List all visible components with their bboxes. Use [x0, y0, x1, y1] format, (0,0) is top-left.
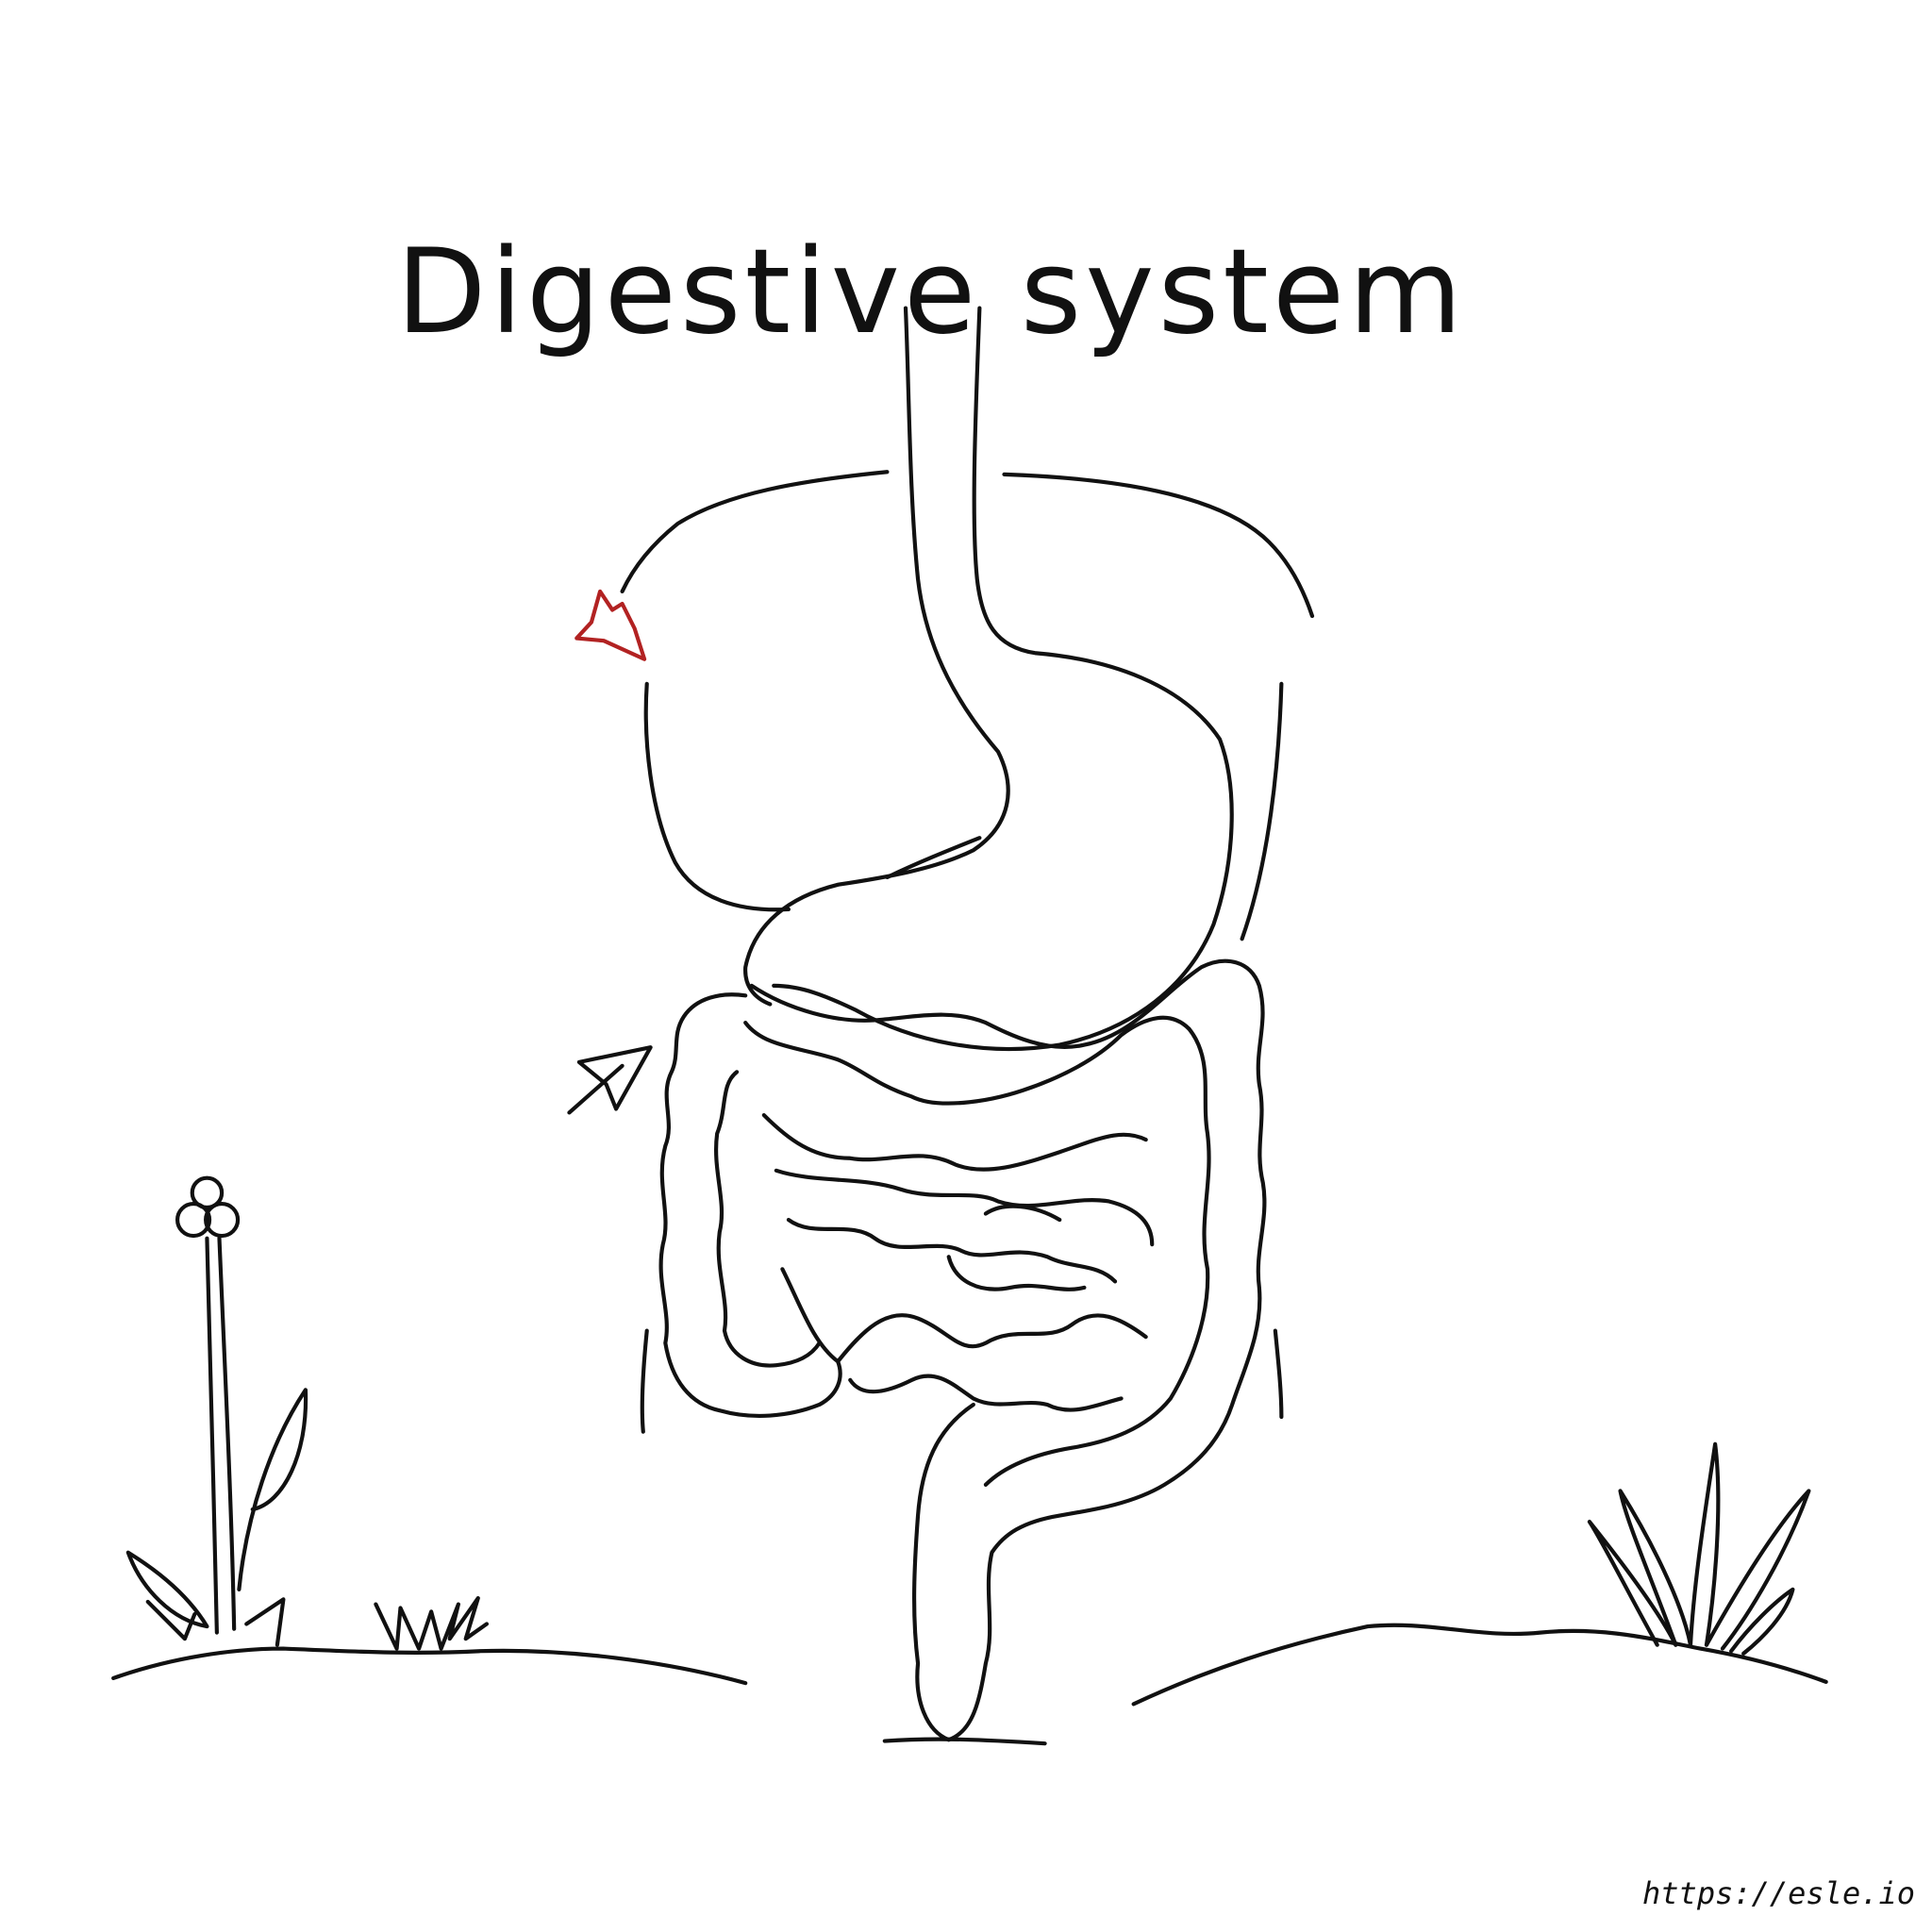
large-intestine — [658, 958, 1267, 1742]
watermark-link[interactable]: https://esle.io — [1642, 1875, 1915, 1911]
small-intestine — [761, 1112, 1155, 1412]
grass-icon — [374, 1441, 1811, 1656]
body-outline — [620, 470, 1315, 1434]
liver — [643, 681, 791, 912]
stomach — [743, 306, 1234, 1052]
pointer-arrow-icon — [567, 1045, 653, 1115]
ground — [111, 1623, 1828, 1746]
flower-icon — [125, 1175, 308, 1647]
page-title: Digestive system — [396, 225, 1466, 360]
red-arrow-icon — [575, 589, 647, 661]
